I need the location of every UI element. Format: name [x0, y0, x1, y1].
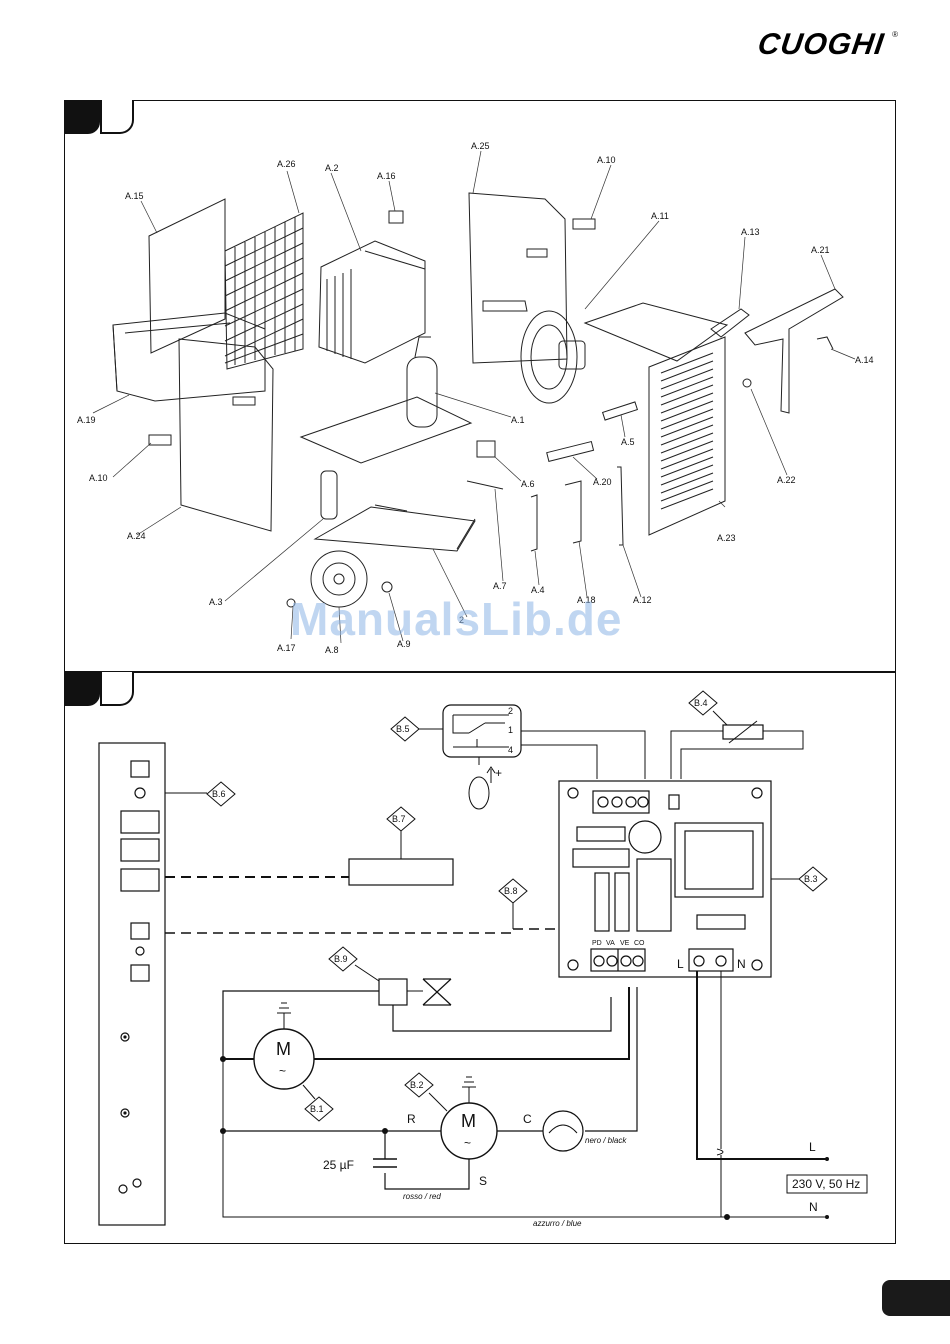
label-a10-left: A.10 — [89, 473, 108, 483]
label-a11: A.11 — [651, 211, 669, 221]
exploded-view-panel: A.26 A.2 A.16 A.15 A.19 A.10 A.24 A.3 A.… — [64, 100, 896, 672]
brand-logo-word: CUOGHI — [756, 28, 887, 62]
left-side-panel — [179, 339, 273, 531]
label-a26: A.26 — [277, 159, 296, 169]
watermark: ManualsLib.de — [290, 592, 622, 646]
part-a12 — [617, 467, 623, 545]
label-a12: A.12 — [633, 595, 652, 605]
evaporator-coil — [319, 241, 425, 363]
label-a8: A.8 — [325, 645, 339, 655]
label-b5: B.5 — [396, 724, 410, 734]
label-a23: A.23 — [717, 533, 736, 543]
wire-black-label: nero / black — [585, 1136, 627, 1145]
label-b6: B.6 — [212, 789, 226, 799]
label-b2: B.2 — [410, 1080, 424, 1090]
rear-panel — [469, 193, 567, 363]
line-wire — [697, 971, 827, 1159]
part-a22 — [743, 379, 751, 387]
float-switch-b5 — [443, 705, 521, 809]
page-number-tab — [882, 1280, 950, 1316]
label-a3: A.3 — [209, 597, 223, 607]
exploded-view-drawing: A.26 A.2 A.16 A.15 A.19 A.10 A.24 A.3 A.… — [65, 101, 897, 673]
label-b8: B.8 — [504, 886, 518, 896]
plus-sign: + — [495, 766, 502, 780]
label-a6: A.6 — [521, 479, 535, 489]
display-b7 — [349, 859, 453, 885]
label-a1: A.1 — [511, 415, 525, 425]
part-a6 — [477, 441, 495, 457]
part-a14 — [817, 337, 833, 349]
part-a7 — [467, 481, 503, 489]
part-a20 — [547, 442, 594, 462]
label-a15: A.15 — [125, 191, 144, 201]
top-cover — [585, 303, 727, 361]
label-a25: A.25 — [471, 141, 490, 151]
part-a18 — [565, 481, 581, 543]
connector-a16 — [389, 211, 403, 223]
small-cover-left — [149, 435, 171, 445]
line-l-label: L — [809, 1140, 816, 1154]
line-n-label: N — [809, 1200, 818, 1214]
label-a10-right: A.10 — [597, 155, 616, 165]
compressor-pin-s: S — [479, 1174, 487, 1188]
terminal-n: N — [737, 957, 746, 971]
front-panel — [649, 337, 725, 535]
compressor-pin-c: C — [523, 1112, 532, 1126]
label-a22: A.22 — [777, 475, 796, 485]
part-a4 — [531, 495, 537, 551]
compressor — [407, 337, 437, 427]
control-panel — [99, 743, 165, 1225]
terminal-va: VA — [606, 940, 615, 947]
label-a19: A.19 — [77, 415, 96, 425]
terminal-co: CO — [634, 940, 645, 947]
label-a24: A.24 — [127, 531, 146, 541]
fan-motor-symbol: M — [276, 1039, 291, 1059]
label-a2: A.2 — [325, 163, 339, 173]
terminal-ve: VE — [620, 940, 630, 947]
dashed-link-b8 — [165, 929, 557, 933]
lever-a21 — [745, 289, 843, 413]
label-a13: A.13 — [741, 227, 760, 237]
small-cover-right — [573, 219, 595, 229]
bottle-a3 — [321, 471, 337, 519]
base-plate — [301, 397, 471, 463]
control-board-b3 — [559, 781, 771, 977]
part-a5 — [603, 402, 638, 420]
label-a20: A.20 — [593, 477, 612, 487]
terminal-pd: PD — [592, 940, 602, 947]
compressor-motor-symbol: M — [461, 1111, 476, 1131]
label-b3: B.3 — [804, 874, 818, 884]
label-b1: B.1 — [310, 1104, 324, 1114]
label-b4: B.4 — [694, 698, 708, 708]
part-a9 — [382, 582, 392, 592]
switch-pin-4: 4 — [508, 745, 513, 755]
supply-label: 230 V, 50 Hz — [792, 1177, 860, 1191]
wire-red-label: rosso / red — [403, 1192, 441, 1201]
fan — [521, 311, 585, 403]
wiring-diagram-panel: B.6 B.7 B.8 2 1 4 + B.5 — [64, 672, 896, 1244]
switch-wires — [521, 731, 645, 779]
grid-filter — [225, 213, 303, 369]
wire-blue-label: azzurro / blue — [533, 1219, 582, 1228]
label-a14: A.14 — [855, 355, 874, 365]
label-a5: A.5 — [621, 437, 635, 447]
label-b7: B.7 — [392, 814, 406, 824]
switch-pin-2: 2 — [508, 706, 513, 716]
switch-pin-1: 1 — [508, 725, 513, 735]
fan-motor-tilde: ~ — [279, 1064, 286, 1078]
label-a7: A.7 — [493, 581, 507, 591]
label-b9: B.9 — [334, 954, 348, 964]
terminal-l: L — [677, 957, 684, 971]
wiring-diagram-drawing: B.6 B.7 B.8 2 1 4 + B.5 — [65, 673, 897, 1245]
capacitor-value: 25 µF — [323, 1158, 354, 1172]
label-a16: A.16 — [377, 171, 396, 181]
brand-logo: CUOGHI ® — [758, 28, 898, 62]
thermistor-b4 — [671, 721, 803, 779]
compressor-pin-r: R — [407, 1112, 416, 1126]
label-a21: A.21 — [811, 245, 830, 255]
compressor-motor-tilde: ~ — [464, 1136, 471, 1150]
neutral-wire — [223, 1059, 827, 1217]
registered-mark: ® — [892, 30, 898, 39]
